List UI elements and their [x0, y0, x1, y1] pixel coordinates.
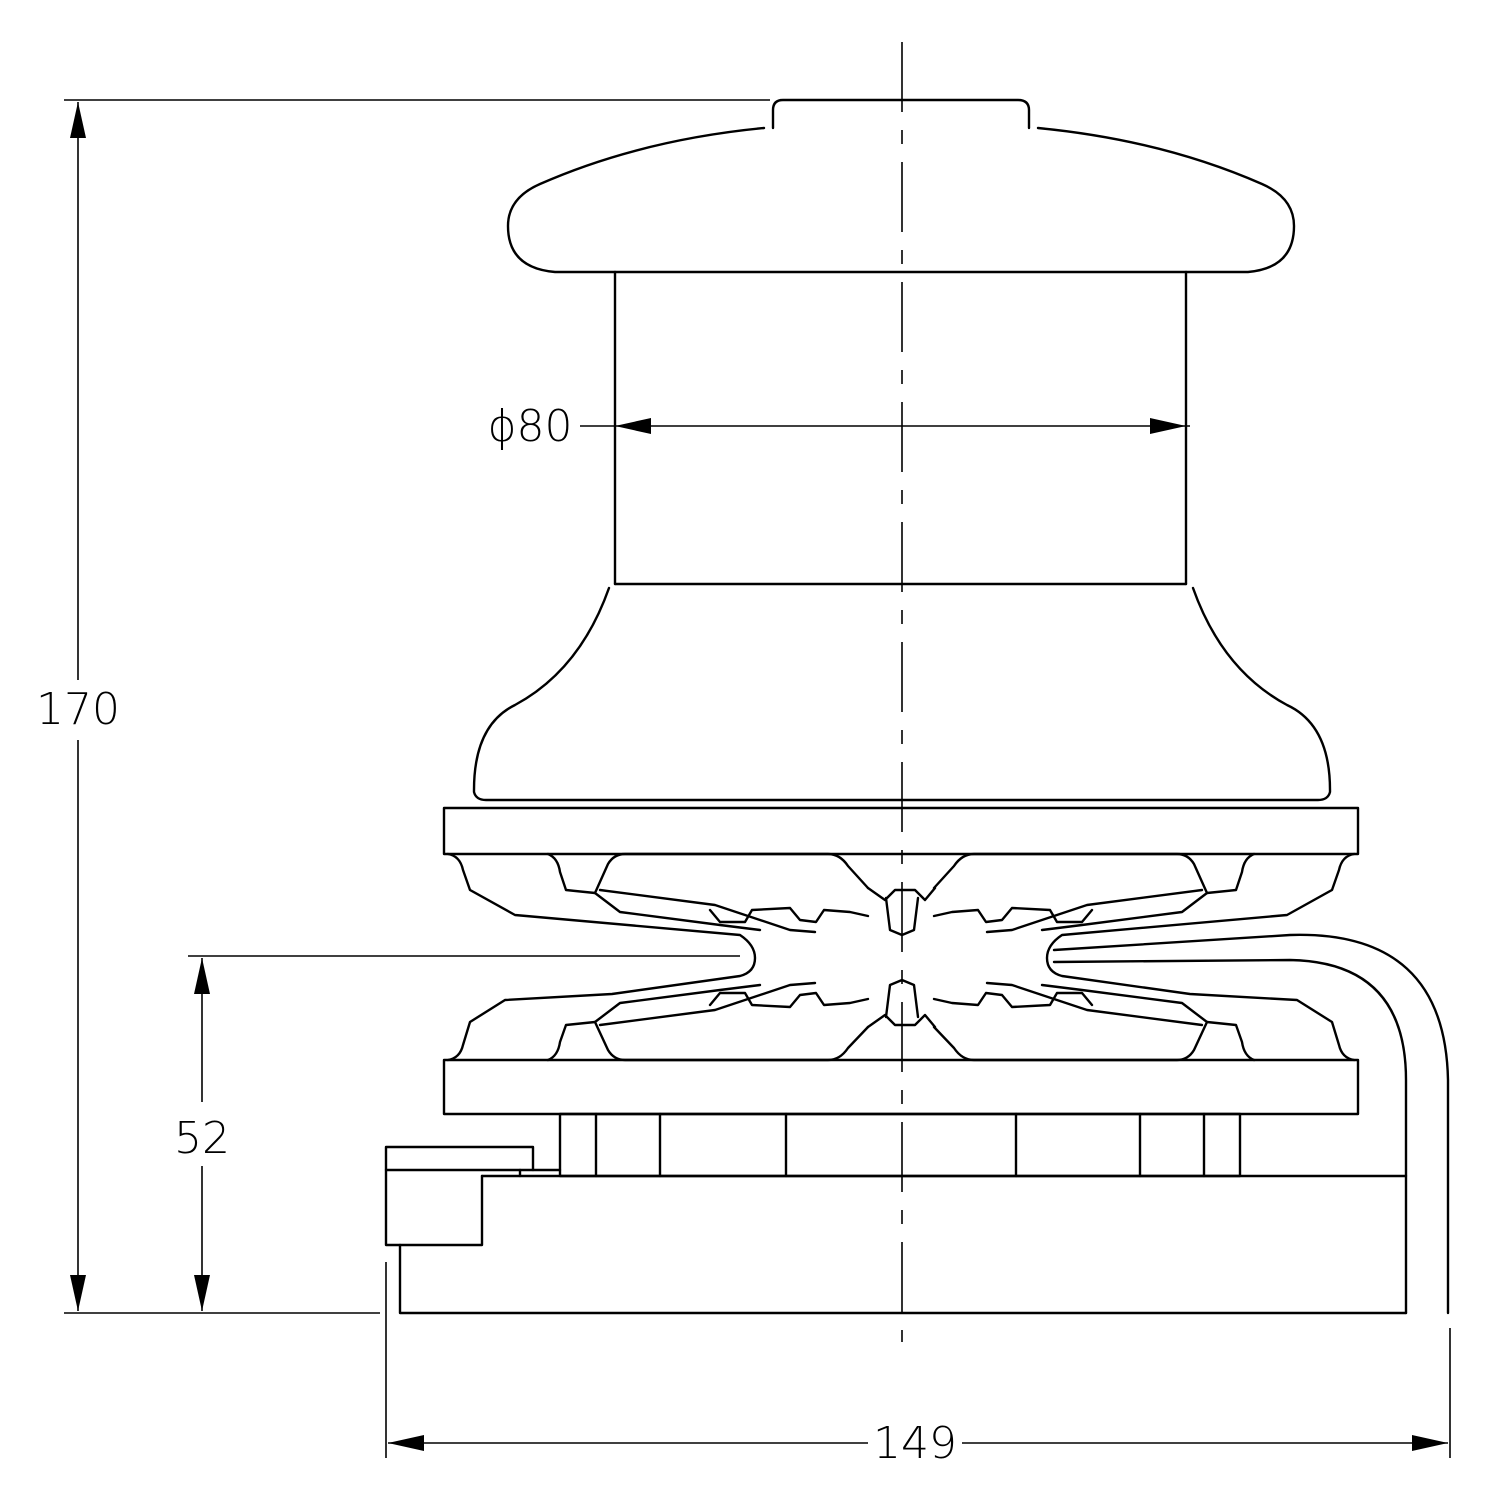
- dimension-width-label: 149: [873, 1418, 957, 1469]
- dimension-diameter-label: ϕ80: [487, 401, 572, 452]
- winch-drum: [613, 270, 1188, 586]
- dimension-base-height-label: 52: [174, 1113, 230, 1164]
- upper-flange: [442, 806, 1360, 1062]
- dimension-height-52: 52: [174, 955, 740, 1311]
- winch-top-cap: [506, 98, 1296, 274]
- dimension-diameter-80: ϕ80: [487, 401, 1190, 452]
- dimension-height-label: 170: [36, 684, 120, 735]
- dimension-width-149: 149: [385, 1262, 1451, 1469]
- winch-drum-flare: [472, 586, 1332, 802]
- dimension-height-170: 170: [36, 99, 770, 1314]
- stripper-arm: [1052, 933, 1450, 1315]
- winch-base: [384, 1112, 1408, 1315]
- lower-flange: [442, 978, 1360, 1116]
